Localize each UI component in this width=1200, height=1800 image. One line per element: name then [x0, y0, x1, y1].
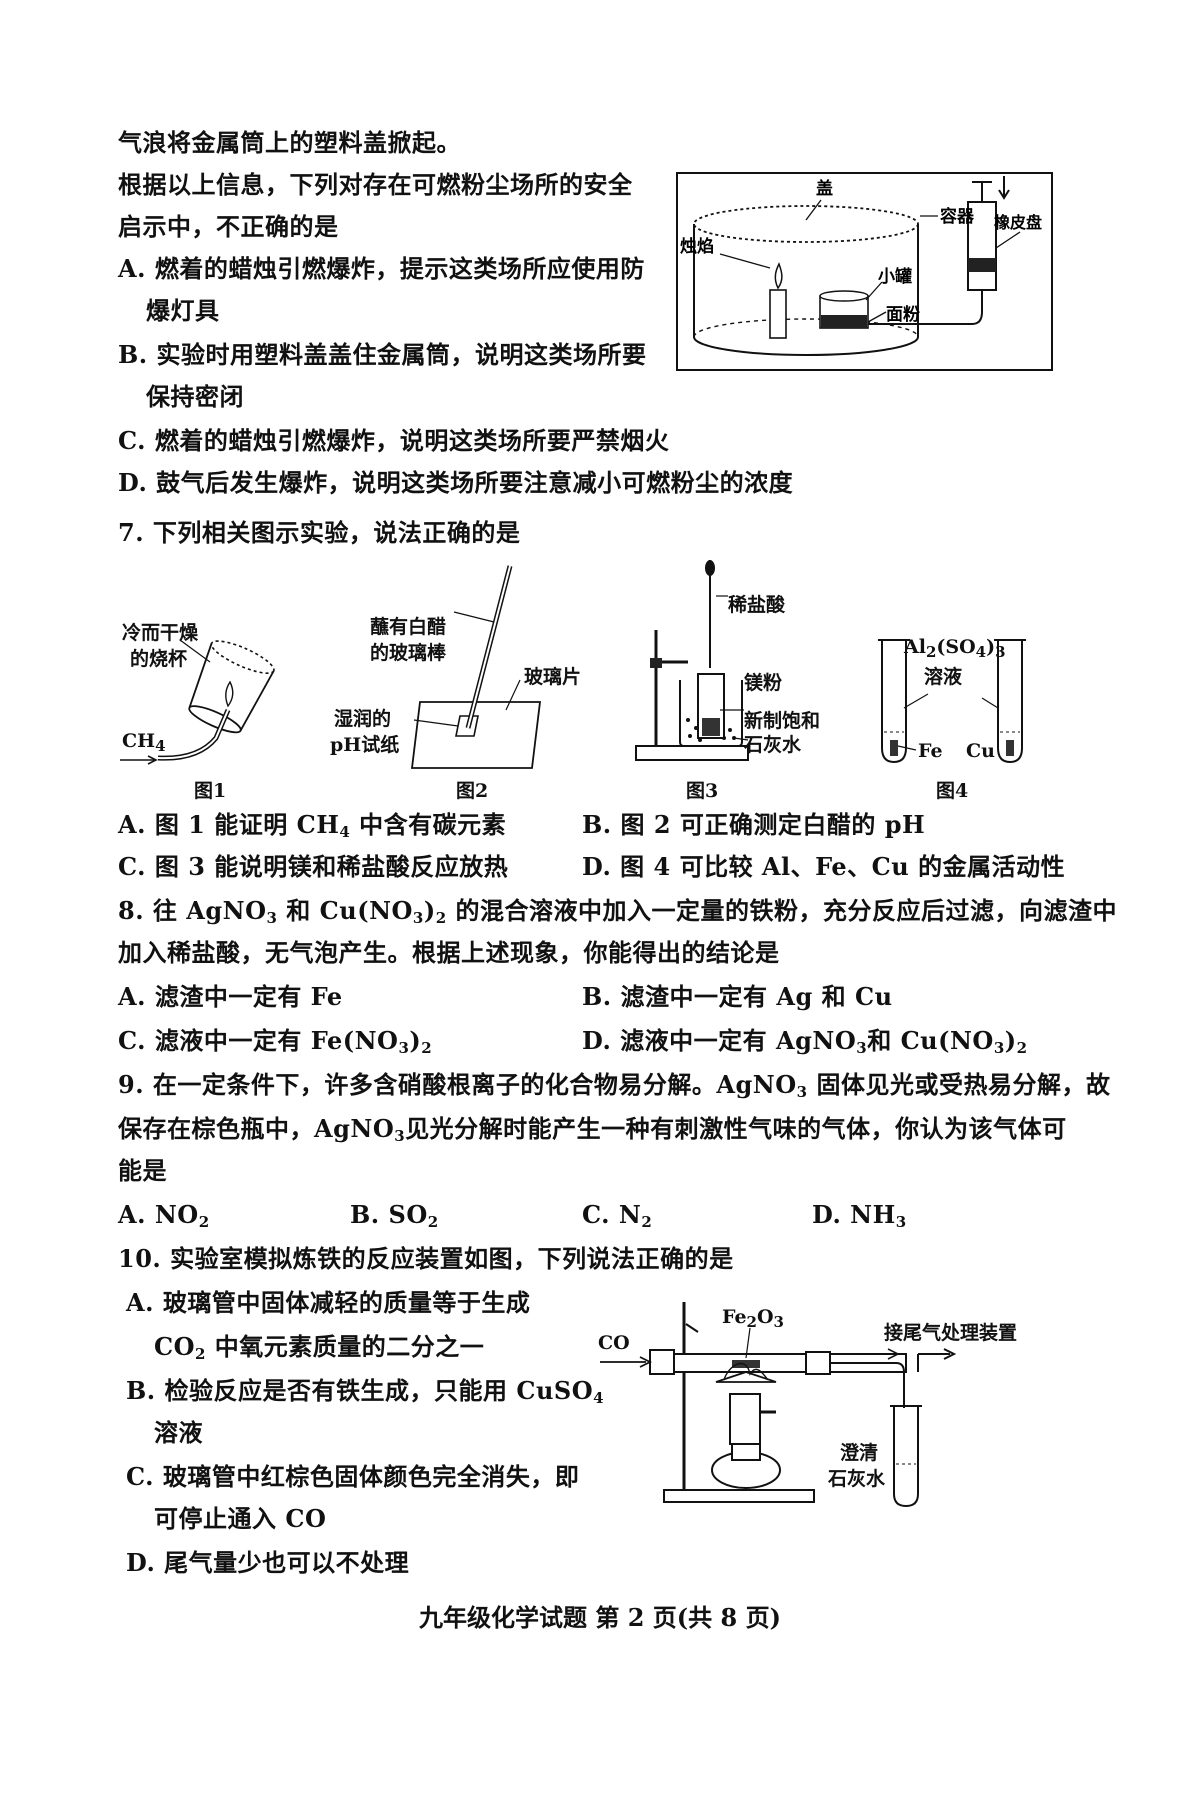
q6-line2: 启示中，不正确的是: [118, 212, 339, 241]
fig3-lime-label-line2: 石灰水: [744, 734, 802, 756]
q8-stem-line2: 加入稀盐酸，无气泡产生。根据上述现象，你能得出的结论是: [118, 938, 780, 967]
q6-line1: 根据以上信息，下列对存在可燃粉尘场所的安全: [118, 170, 633, 199]
q7-option-d: D. 图 4 可比较 Al、Fe、Cu 的金属活动性: [582, 852, 1066, 881]
q9-stem-line2: 保存在棕色瓶中，AgNO3见光分解时能产生一种有刺激性气味的气体，你认为该气体可: [118, 1114, 1067, 1145]
fig3-acid-label: 稀盐酸: [728, 594, 786, 616]
figure-3-diagram: [635, 560, 749, 761]
fig2-paper-label-line2: pH试纸: [330, 734, 400, 756]
fig1-beaker-label-line2: 的烧杯: [130, 648, 188, 670]
q6-option-b-line1: B. 实验时用塑料盖盖住金属筒，说明这类场所要: [118, 340, 647, 369]
can-label: 小罐: [878, 266, 912, 287]
fig4-caption: 图4: [936, 780, 969, 802]
fig3-caption: 图3: [686, 780, 719, 802]
figure-1-diagram: [120, 639, 275, 765]
page-footer: 九年级化学试题 第 2 页(共 8 页): [419, 1603, 781, 1632]
iron-smelting-figure: [600, 1294, 970, 1514]
fe2o3-label: Fe2O3: [722, 1306, 784, 1331]
q6-option-a-line2: 爆灯具: [146, 296, 220, 325]
iron-smelting-diagram: [600, 1302, 957, 1508]
fig1-beaker-label-line1: 冷而干燥: [122, 622, 199, 644]
rubber-label: 橡皮盘: [994, 213, 1042, 232]
fig4-fe-label: Fe: [918, 740, 943, 762]
candle-label: 烛焰: [680, 236, 714, 257]
fig4-solution-label: 溶液: [924, 666, 963, 688]
q7-option-a: A. 图 1 能证明 CH4 中含有碳元素: [118, 810, 507, 841]
co-inlet-label: CO: [598, 1332, 630, 1354]
fig2-paper-label-line1: 湿润的: [334, 708, 392, 730]
fig2-rod-label-line1: 蘸有白醋: [370, 616, 447, 638]
q7-option-b: B. 图 2 可正确测定白醋的 pH: [582, 810, 926, 839]
figure-3: [630, 560, 780, 765]
q7-option-c: C. 图 3 能说明镁和稀盐酸反应放热: [118, 852, 509, 881]
fig1-gas-label: CH4: [122, 730, 166, 755]
q9-option-b: B. SO2: [350, 1200, 439, 1231]
q10-option-b-line1: B. 检验反应是否有铁生成，只能用 CuSO4: [126, 1376, 605, 1407]
figure-2: [400, 560, 580, 770]
fig3-lime-label-line1: 新制饱和: [744, 710, 821, 732]
figure-2-diagram: [410, 565, 542, 769]
figure-1: [118, 610, 298, 770]
limewater-label-line1: 澄清: [840, 1442, 879, 1464]
q6-option-d: D. 鼓气后发生爆炸，说明这类场所要注意减小可燃粉尘的浓度: [118, 468, 794, 497]
fig2-glass-label: 玻璃片: [524, 666, 582, 688]
q6-option-a-line1: A. 燃着的蜡烛引燃爆炸，提示这类场所应使用防: [118, 254, 645, 283]
q9-option-d: D. NH3: [812, 1200, 907, 1231]
q8-stem-line1: 8. 往 AgNO3 和 Cu(NO3)2 的混合溶液中加入一定量的铁粉，充分反…: [118, 896, 1118, 927]
fig1-caption: 图1: [194, 780, 227, 802]
q9-option-c: C. N2: [582, 1200, 653, 1231]
q6-option-c: C. 燃着的蜡烛引燃爆炸，说明这类场所要严禁烟火: [118, 426, 670, 455]
q10-stem: 10. 实验室模拟炼铁的反应装置如图，下列说法正确的是: [118, 1244, 734, 1273]
q9-stem-line3: 能是: [118, 1156, 167, 1185]
tail-gas-label: 接尾气处理装置: [884, 1322, 1018, 1344]
fig2-caption: 图2: [456, 780, 489, 802]
q10-option-a-line1: A. 玻璃管中固体减轻的质量等于生成: [126, 1288, 531, 1317]
q9-stem-line1: 9. 在一定条件下，许多含硝酸根离子的化合物易分解。AgNO3 固体见光或受热易…: [118, 1070, 1111, 1101]
figure-4-diagram: [878, 639, 1026, 764]
q8-option-a: A. 滤渣中一定有 Fe: [118, 982, 343, 1011]
q10-option-b-line2: 溶液: [154, 1418, 203, 1447]
limewater-label-line2: 石灰水: [828, 1468, 886, 1490]
fig3-mg-label: 镁粉: [744, 672, 783, 694]
q8-option-c: C. 滤液中一定有 Fe(NO3)2: [118, 1026, 433, 1057]
fig4-cu-label: Cu: [966, 740, 995, 762]
q6-option-b-line2: 保持密闭: [146, 382, 244, 411]
fig2-rod-label-line2: 的玻璃棒: [370, 642, 447, 664]
flour-label: 面粉: [886, 304, 920, 325]
q6-line0: 气浪将金属筒上的塑料盖掀起。: [118, 128, 461, 157]
fig4-solution-formula: Al2(SO4)3: [904, 636, 1006, 661]
q9-option-a: A. NO2: [118, 1200, 210, 1231]
q10-option-d: D. 尾气量少也可以不处理: [126, 1548, 410, 1577]
dust-explosion-figure: 盖 容器 橡皮盘 烛焰 小罐 面粉: [676, 172, 1054, 372]
container-label: 容器: [940, 206, 975, 227]
dust-explosion-diagram: 盖 容器 橡皮盘 烛焰 小罐 面粉: [676, 172, 1053, 371]
q8-option-d: D. 滤液中一定有 AgNO3和 Cu(NO3)2: [582, 1026, 1028, 1057]
q7-stem: 7. 下列相关图示实验，说法正确的是: [118, 518, 521, 547]
figure-4: [872, 636, 1032, 766]
q10-option-c-line2: 可停止通入 CO: [154, 1504, 327, 1533]
q10-option-c-line1: C. 玻璃管中红棕色固体颜色完全消失，即: [126, 1462, 580, 1491]
lid-label: 盖: [816, 178, 833, 199]
q10-option-a-line2: CO2 中氧元素质量的二分之一: [154, 1332, 485, 1363]
q8-option-b: B. 滤渣中一定有 Ag 和 Cu: [582, 982, 893, 1011]
